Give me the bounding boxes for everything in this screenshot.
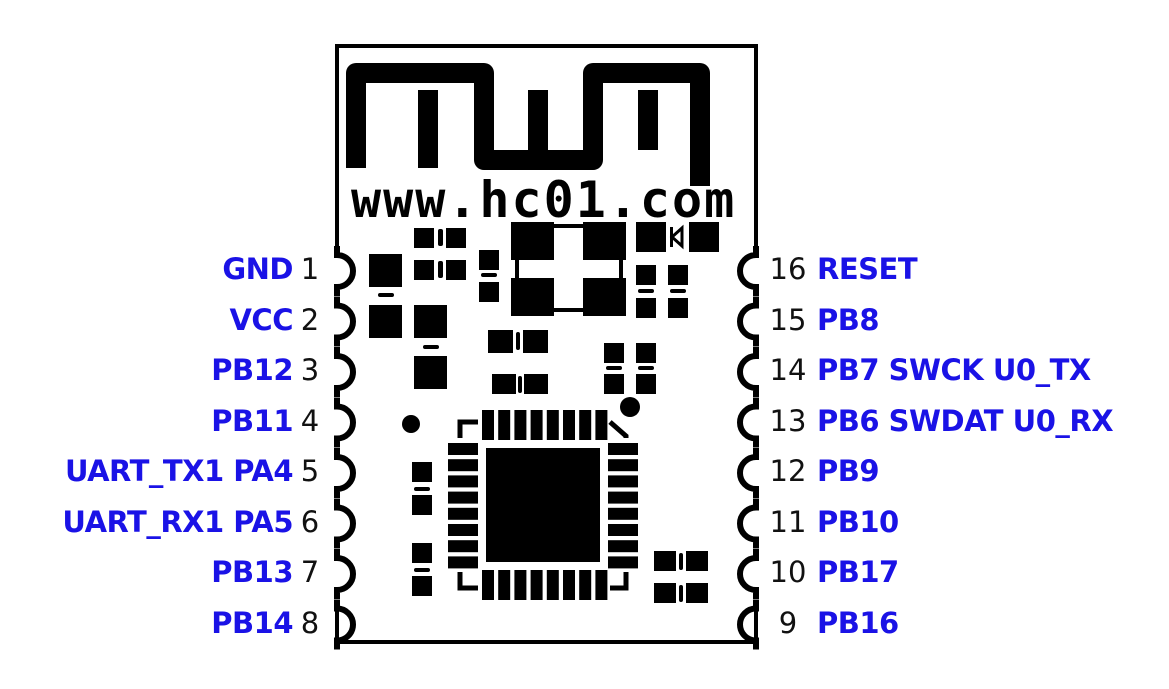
pin-label: PB17 [817,555,899,589]
mcu-pad [546,410,559,440]
mcu-pad [448,443,478,455]
pin-label: UART_RX1 PA5 [62,504,293,539]
mcu-pad [448,475,478,488]
mcu-chip [448,410,638,600]
mcu-pad [530,570,543,600]
mcu-pad [608,475,638,488]
pin-label: PB6 SWDAT U0_RX [817,403,1114,438]
mcu-pad [595,410,608,440]
pin-number: 5 [300,454,320,488]
manufacturer-url-text: www.hc01.com [351,171,737,229]
pin-number: 12 [769,454,807,488]
pin-number: 4 [300,403,320,438]
left-castellation-path [334,246,356,650]
pin-number: 11 [769,504,807,539]
pin-number: 16 [769,252,807,286]
pin-label: RESET [817,252,918,286]
mcu-pad [448,524,478,536]
pin-number: 9 [778,605,798,640]
mcu-pad [498,570,511,600]
pin-number: 13 [769,403,807,438]
pin-number: 14 [769,353,807,387]
pin-number: 1 [300,252,320,286]
smd-components [369,222,719,603]
pin-label: UART_TX1 PA4 [64,454,294,488]
mcu-pad [608,540,638,553]
mcu-pad [448,540,478,553]
pin-label: GND [222,252,293,286]
mcu-pad [563,570,575,600]
right-castellation-path [737,246,759,650]
pin-number: 8 [300,605,320,640]
mcu-pad [498,410,511,440]
mcu-pad [608,524,638,536]
pin-label: PB9 [817,454,880,488]
pin-label: PB8 [817,302,880,337]
mcu-pad [514,570,527,600]
mcu-pad [608,556,638,569]
pin-number: 3 [300,353,320,387]
pin-label: PB12 [211,353,293,387]
mcu-pad [608,459,638,472]
mcu-pad [530,410,543,440]
pin-number: 6 [300,504,320,539]
pin-label: PB16 [817,605,899,640]
mcu-pad [579,410,592,440]
pin-number: 10 [769,555,807,589]
mcu-pad [546,570,559,600]
mcu-pad [595,570,608,600]
mcu-pad [608,443,638,455]
mcu-pad [448,459,478,472]
mcu-pad [608,491,638,504]
mcu-pad [563,410,575,440]
left-castellated-pads [334,246,356,650]
antenna-trace-icon [346,63,710,186]
pin-label: PB10 [817,504,899,539]
mcu-pad [448,507,478,520]
mcu-pad [579,570,592,600]
mcu-body [486,448,600,562]
pin-label: PB7 SWCK U0_TX [817,353,1091,387]
antenna-trace-inner [418,90,658,168]
mcu-pad [448,556,478,569]
board-outline [335,44,758,644]
pin-label: PB14 [211,605,293,640]
pin-number: 15 [769,302,807,337]
pin-label: PB11 [211,403,293,438]
mcu-pad [448,491,478,504]
mcu-pad [482,570,494,600]
pin-label: PB13 [211,555,293,589]
mcu-pad [514,410,527,440]
pin-label: VCC [229,302,293,337]
mcu-pad [482,410,494,440]
pin-number: 2 [300,302,320,337]
mcu-pad [608,507,638,520]
right-castellated-pads [737,246,759,650]
pin-number: 7 [300,555,320,589]
